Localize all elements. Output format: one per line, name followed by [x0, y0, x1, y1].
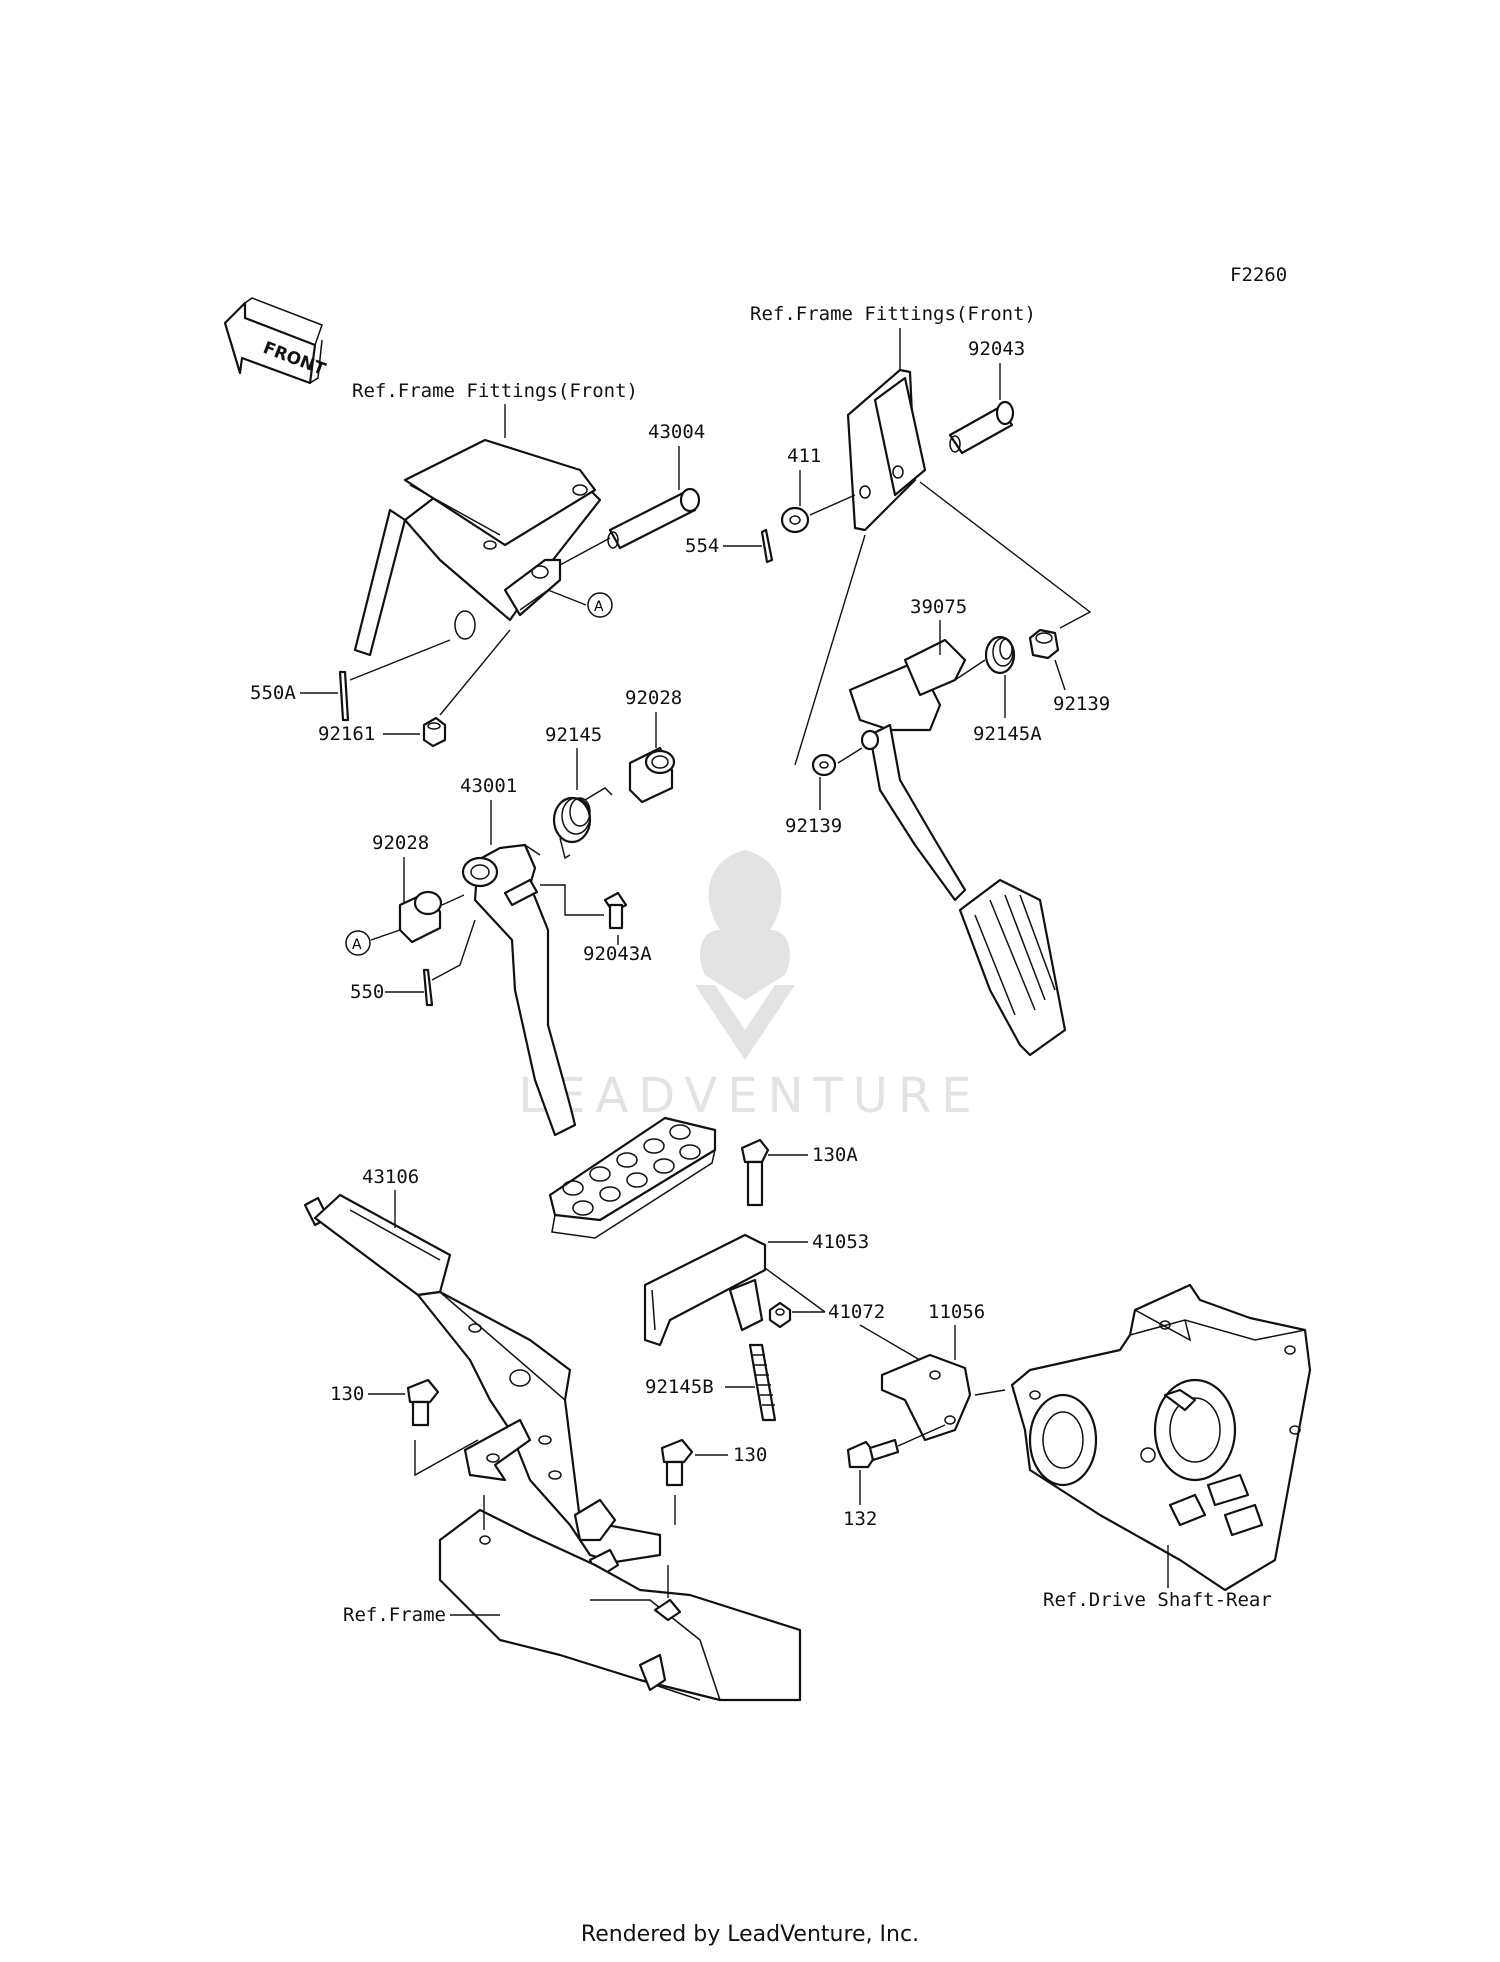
label-92145B: 92145B: [645, 1376, 714, 1398]
part-39075-bracket: [903, 638, 967, 697]
label-43106: 43106: [362, 1166, 419, 1188]
part-92161-nut: [422, 716, 447, 748]
callout-a-left: [345, 930, 371, 956]
label-92139-right: 92139: [1053, 693, 1110, 715]
label-92145A: 92145A: [973, 723, 1042, 745]
left-frame-bracket: [353, 438, 602, 657]
ref-frame-fittings-left: Ref.Frame Fittings(Front): [352, 380, 638, 402]
accelerator-pedal-assembly: [848, 648, 1067, 1057]
part-92145-spring: [552, 787, 613, 860]
part-92145B-spring: [748, 1343, 777, 1422]
ref-frame-label: Ref.Frame: [343, 1604, 446, 1626]
part-41053-bracket: [643, 1233, 767, 1347]
part-130A-bolt: [740, 1138, 770, 1207]
label-130-left: 130: [330, 1383, 364, 1405]
part-43004-pin: [607, 487, 701, 550]
ref-frame-fittings-right: Ref.Frame Fittings(Front): [750, 303, 1036, 325]
part-92145A-spring: [984, 635, 1016, 675]
label-92028-left: 92028: [372, 832, 429, 854]
label-43004: 43004: [648, 421, 705, 443]
ref-frame-member: [438, 1508, 802, 1702]
label-411: 411: [787, 445, 821, 467]
diagram-code: F2260: [1230, 264, 1287, 286]
label-41072: 41072: [828, 1301, 885, 1323]
callout-a-left-label: A: [352, 937, 362, 953]
part-92043A-pin: [603, 891, 628, 930]
part-11056-bracket: [880, 1353, 972, 1442]
part-92043-pin: [948, 400, 1015, 455]
label-92139-left: 92139: [785, 815, 842, 837]
part-92139-collar-right: [1028, 628, 1060, 660]
part-411-washer: [780, 506, 810, 534]
part-41072-nut: [768, 1301, 792, 1329]
label-11056: 11056: [928, 1301, 985, 1323]
label-92043: 92043: [968, 338, 1025, 360]
part-92028-bush-top: [628, 746, 676, 804]
label-92028-top: 92028: [625, 687, 682, 709]
part-43106-parking-brake-lever: [303, 1193, 662, 1580]
part-132-bolt: [846, 1438, 900, 1469]
label-550: 550: [350, 981, 384, 1003]
callout-a-top-label: A: [594, 599, 604, 615]
part-130-bolt-left: [406, 1378, 440, 1427]
label-92145: 92145: [545, 724, 602, 746]
part-130-bolt-right: [660, 1438, 694, 1487]
label-550A: 550A: [250, 682, 296, 704]
ref-drive-shaft-housing: [1010, 1283, 1312, 1592]
part-92028-bush-left: [398, 890, 443, 944]
label-554: 554: [685, 535, 719, 557]
pedal-pad-holes: [562, 1124, 701, 1216]
watermark-logo: LEADVENTURE: [518, 850, 981, 1124]
right-pedal-bracket: [846, 368, 927, 532]
part-43001-brake-pedal: [461, 843, 717, 1239]
footer-credit: Rendered by LeadVenture, Inc.: [580, 1922, 920, 1947]
callout-a-top: [587, 592, 613, 618]
ref-drive-shaft-label: Ref.Drive Shaft-Rear: [1043, 1589, 1272, 1611]
watermark-text: LEADVENTURE: [518, 1068, 981, 1124]
front-arrow-icon: FRONT: [223, 297, 328, 385]
label-132: 132: [843, 1508, 877, 1530]
label-130-right: 130: [733, 1444, 767, 1466]
label-39075: 39075: [910, 596, 967, 618]
label-92043A: 92043A: [583, 943, 652, 965]
label-130A: 130A: [812, 1144, 858, 1166]
label-43001: 43001: [460, 775, 517, 797]
part-92139-collar-left: [811, 753, 837, 777]
label-92161: 92161: [318, 723, 375, 745]
label-41053: 41053: [812, 1231, 869, 1253]
